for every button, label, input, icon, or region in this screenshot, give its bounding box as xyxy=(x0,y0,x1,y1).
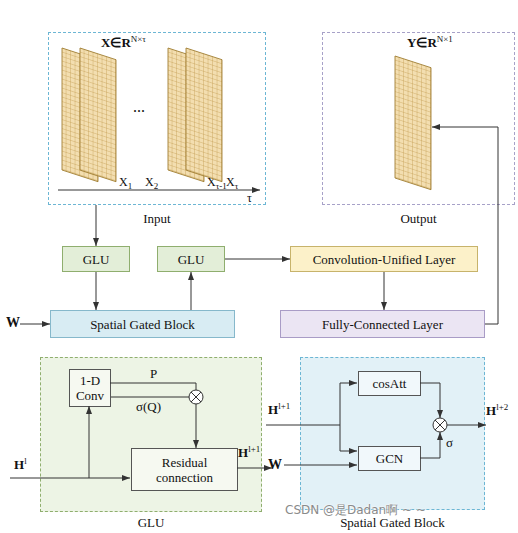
node-text: GLU xyxy=(83,252,110,267)
gate-wire xyxy=(420,383,440,418)
watermark: CSDN @是Dadan啊 ~ ~ xyxy=(285,503,426,518)
node-text: Residual connection xyxy=(140,455,229,485)
text-part: τ xyxy=(235,181,239,191)
process-box: 1-D Conv xyxy=(69,369,111,407)
node-text: Spatial Gated Block xyxy=(90,317,195,332)
input-wire xyxy=(266,425,340,426)
text-part: 2 xyxy=(154,181,159,191)
matrix-panel xyxy=(395,56,431,190)
process-box: Fully-Connected Layer xyxy=(280,310,485,338)
text-part: τ-1 xyxy=(216,181,227,191)
text-part: H xyxy=(14,457,24,472)
flow-arrow xyxy=(384,272,385,310)
output-panel: Y∈RN×1Output xyxy=(322,32,515,205)
node-text: X1 xyxy=(119,175,132,190)
node-text: GCN xyxy=(376,451,403,466)
flow-arrow xyxy=(96,272,97,310)
text-part: X xyxy=(207,175,216,189)
node-text: τ xyxy=(247,191,252,206)
flow-arrow xyxy=(432,127,498,324)
gate-wire xyxy=(110,383,196,390)
annotation-label: P xyxy=(150,366,157,381)
flow-arrow xyxy=(96,205,97,246)
text-part: Y∈R xyxy=(407,35,437,50)
time-axis xyxy=(58,190,260,191)
text-part: 1 xyxy=(128,181,133,191)
annotation-label: Hl+2 xyxy=(486,403,508,418)
process-box: GLU xyxy=(62,246,130,272)
annotation-label: σ xyxy=(446,435,453,450)
matrix-panel xyxy=(168,48,204,182)
multiply-symbol xyxy=(435,420,445,430)
input-arrow xyxy=(20,324,50,325)
text-part: N×1 xyxy=(437,34,453,44)
flow-arrow xyxy=(111,397,196,448)
node-text: X∈RN×τ xyxy=(101,35,146,50)
process-box: Convolution-Unified Layer xyxy=(290,246,478,272)
node-text: Input xyxy=(49,211,265,226)
multiply-symbol xyxy=(191,392,201,402)
detail-panel: Spatial Gated BlockcosAttGCN xyxy=(300,357,485,510)
node-text: ... xyxy=(133,99,145,114)
text-part: X xyxy=(119,175,128,189)
text-part: l+1 xyxy=(278,401,290,411)
node-text: cosAtt xyxy=(373,376,407,391)
node-text: Spatial Gated Block xyxy=(301,515,484,530)
annotation-label: W xyxy=(268,457,282,472)
text-part: l xyxy=(24,456,27,466)
node-text: GLU xyxy=(41,515,261,530)
process-box: Spatial Gated Block xyxy=(50,310,235,338)
text-part: l+1 xyxy=(248,444,260,454)
annotation-label: Hl xyxy=(14,457,27,472)
input-wire xyxy=(284,465,357,466)
node-text: Fully-Connected Layer xyxy=(322,317,443,332)
branch-wire xyxy=(340,383,357,384)
node-text: Xτ xyxy=(226,175,238,190)
text-part: l+2 xyxy=(496,402,508,412)
text-part: H xyxy=(268,402,278,417)
annotation-label: σ(Q) xyxy=(136,399,161,414)
flow-arrow xyxy=(225,259,290,260)
process-box: GLU xyxy=(157,246,225,272)
flow-arrow xyxy=(191,272,192,310)
process-box: cosAtt xyxy=(358,371,421,396)
matrix-panel xyxy=(80,48,116,182)
multiply-symbol xyxy=(433,418,447,432)
node-text: Output xyxy=(323,211,514,226)
multiply-symbol xyxy=(189,390,203,404)
branch-wire xyxy=(340,383,341,451)
node-text: Convolution-Unified Layer xyxy=(313,252,456,267)
process-box: GCN xyxy=(358,446,421,471)
input-wire xyxy=(10,478,130,479)
node-text: X2 xyxy=(145,175,158,190)
node-text: Xτ-1 xyxy=(207,175,227,190)
process-box: Residual connection xyxy=(131,448,238,491)
branch-wire xyxy=(89,406,90,478)
branch-wire xyxy=(340,451,357,452)
matrix-panel xyxy=(62,48,98,182)
text-part: H xyxy=(238,445,248,460)
node-text: GLU xyxy=(178,252,205,267)
text-part: X xyxy=(145,175,154,189)
gate-wire xyxy=(420,432,440,458)
output-wire xyxy=(237,468,272,469)
input-panel: X∈RN×τ...X1X2Xτ-1XττInput xyxy=(48,32,266,205)
text-part: X xyxy=(226,175,235,189)
text-part: N×τ xyxy=(131,34,146,44)
text-part: X∈R xyxy=(101,35,131,50)
annotation-label: W xyxy=(6,315,20,330)
node-text: 1-D Conv xyxy=(70,373,110,403)
annotation-label: Hl+1 xyxy=(268,402,290,417)
node-text: Y∈RN×1 xyxy=(407,35,453,50)
output-wire xyxy=(447,425,486,426)
matrix-panel xyxy=(186,48,222,182)
text-part: H xyxy=(486,403,496,418)
annotation-label: Hl+1 xyxy=(238,445,260,460)
